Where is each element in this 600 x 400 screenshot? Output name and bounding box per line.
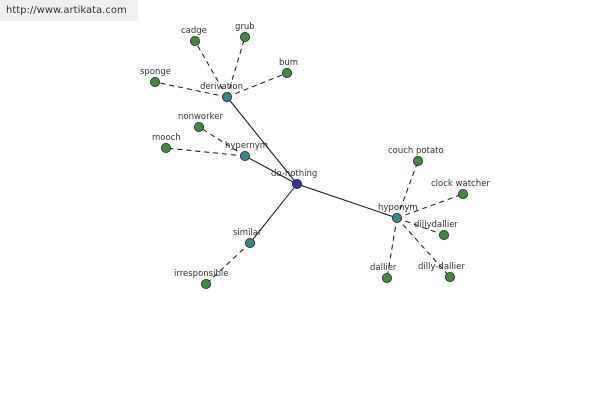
center-label-do-nothing[interactable]: do-nothing <box>271 169 317 179</box>
relation-node-hyponym[interactable] <box>391 212 402 223</box>
center-node-do-nothing[interactable] <box>291 178 302 189</box>
relation-label-hypernym[interactable]: hypernym <box>225 141 268 151</box>
leaf-node-sponge[interactable] <box>149 77 160 88</box>
leaf-label-dallier[interactable]: dallier <box>370 263 397 273</box>
edge-center-hyponym <box>296 183 398 219</box>
edge-similar-irresponsible <box>205 242 251 285</box>
edge-derivation-sponge <box>154 81 228 98</box>
source-link[interactable]: http://www.artikata.com <box>0 0 138 21</box>
leaf-node-dilly-dallier[interactable] <box>444 271 455 282</box>
leaf-label-nonworker[interactable]: nonworker <box>178 112 223 122</box>
leaf-label-dillydallier[interactable]: dillydallier <box>414 220 458 230</box>
edge-hyponym-clock-watcher <box>396 193 464 219</box>
leaf-label-sponge[interactable]: sponge <box>140 67 171 77</box>
leaf-node-clock-watcher[interactable] <box>457 188 468 199</box>
edge-center-similar <box>249 183 298 244</box>
relation-node-derivation[interactable] <box>221 92 232 103</box>
edge-derivation-cadge <box>194 40 228 98</box>
edge-hypernym-mooch <box>165 147 246 157</box>
edge-derivation-grub <box>226 36 246 98</box>
leaf-label-mooch[interactable]: mooch <box>152 133 181 143</box>
leaf-node-dallier[interactable] <box>381 272 392 283</box>
relation-label-hyponym[interactable]: hyponym <box>378 203 418 213</box>
edge-hypernym-nonworker <box>198 126 246 157</box>
leaf-node-irresponsible[interactable] <box>200 278 211 289</box>
leaf-label-clock-watcher[interactable]: clock watcher <box>431 179 490 189</box>
edge-hyponym-dallier <box>386 217 398 279</box>
leaf-node-nonworker[interactable] <box>193 122 204 133</box>
relation-label-similar[interactable]: similar <box>233 228 262 238</box>
relation-node-hypernym[interactable] <box>239 150 250 161</box>
leaf-node-grub[interactable] <box>239 32 250 43</box>
leaf-label-irresponsible[interactable]: irresponsible <box>174 269 228 279</box>
leaf-node-mooch[interactable] <box>160 142 171 153</box>
leaf-label-grub[interactable]: grub <box>235 22 255 32</box>
leaf-node-bum[interactable] <box>281 68 292 79</box>
leaf-label-bum[interactable]: bum <box>279 58 298 68</box>
edge-center-hypernym <box>244 155 298 185</box>
leaf-label-couch-potato[interactable]: couch potato <box>388 146 444 156</box>
edge-center-derivation <box>226 96 298 185</box>
edge-hyponym-couch-potato <box>396 160 419 219</box>
leaf-node-cadge[interactable] <box>189 36 200 47</box>
edge-derivation-bum <box>226 72 288 98</box>
relation-label-derivation[interactable]: derivation <box>200 82 243 92</box>
leaf-label-dilly-dallier[interactable]: dilly-dallier <box>418 262 465 272</box>
edge-hyponym-dilly-dallier <box>396 217 451 278</box>
relation-node-similar[interactable] <box>244 237 255 248</box>
leaf-node-couch-potato[interactable] <box>412 155 423 166</box>
leaf-node-dillydallier[interactable] <box>438 229 449 240</box>
leaf-label-cadge[interactable]: cadge <box>181 26 207 36</box>
